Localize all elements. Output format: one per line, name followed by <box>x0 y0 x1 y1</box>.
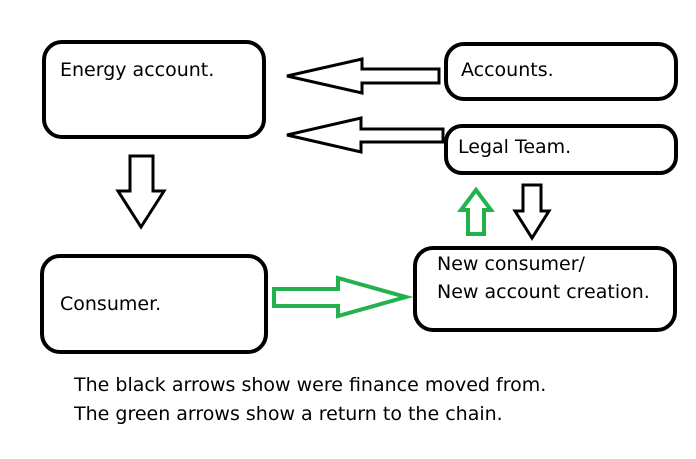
node-legal-team-label: Legal Team. <box>458 136 571 158</box>
node-new-consumer-box <box>413 246 677 332</box>
node-consumer-label: Consumer. <box>60 293 161 315</box>
node-accounts: Accounts. <box>444 42 678 101</box>
node-new-consumer-label-line1: New consumer/ <box>437 253 586 275</box>
node-energy-account-box <box>42 40 266 139</box>
node-energy-account-label: Energy account. <box>60 59 214 81</box>
node-energy-account: Energy account. <box>42 40 266 139</box>
green-arrow-new-consumer-to-legal <box>457 186 495 236</box>
caption-line-1: The black arrows show were finance moved… <box>73 374 546 396</box>
node-legal-team-box <box>444 124 678 175</box>
green-arrow-consumer-to-new-consumer <box>272 275 414 319</box>
black-arrow-energy-to-consumer <box>115 154 167 230</box>
node-accounts-label: Accounts. <box>461 59 554 81</box>
black-arrow-legal-to-new-consumer <box>512 183 552 241</box>
node-new-consumer-label-line2: New account creation. <box>437 281 650 303</box>
node-consumer-box <box>40 254 268 354</box>
node-consumer: Consumer. <box>40 254 268 354</box>
caption-line-2: The green arrows show a return to the ch… <box>73 403 503 425</box>
black-arrow-accounts-to-energy <box>286 57 441 95</box>
node-new-consumer: New consumer/ New account creation. <box>413 246 677 332</box>
node-legal-team: Legal Team. <box>444 124 678 175</box>
black-arrow-legal-to-energy <box>286 116 445 154</box>
node-accounts-box <box>444 42 678 101</box>
